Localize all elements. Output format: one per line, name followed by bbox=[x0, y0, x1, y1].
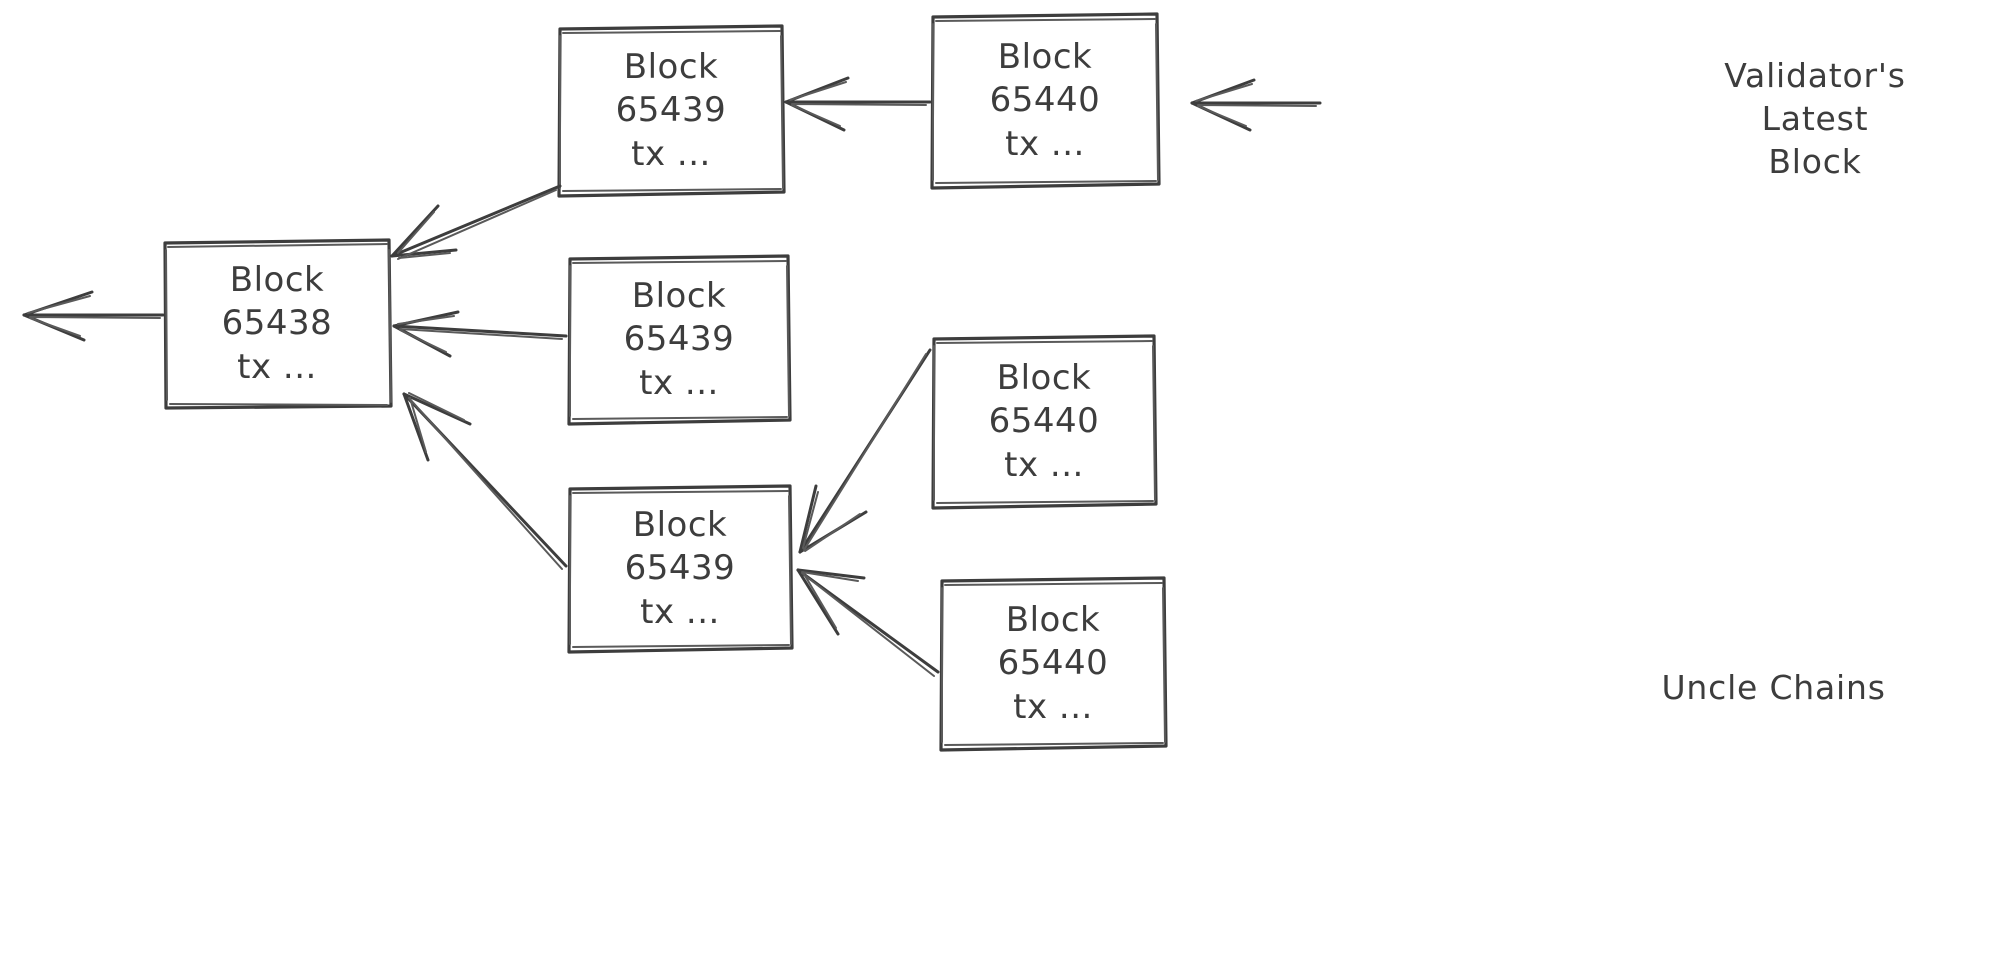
block-65439-bottom-shape[interactable] bbox=[567, 484, 794, 654]
validator-annotation-line3: Block bbox=[1768, 141, 1862, 181]
arrow-65440mid-to-65439bot bbox=[798, 348, 932, 554]
block-65440-top-shape[interactable] bbox=[930, 12, 1161, 190]
arrow-validator-to-65440top bbox=[1190, 78, 1322, 132]
block-65439-mid-shape[interactable] bbox=[567, 254, 792, 426]
validator-annotation-line2: Latest bbox=[1761, 98, 1869, 138]
uncle-chains-annotation-line1: Uncle Chains bbox=[1661, 667, 1886, 707]
arrow-65439bot-to-65438 bbox=[402, 392, 568, 570]
block-65439-top-shape[interactable] bbox=[557, 24, 786, 198]
arrow-65440bot-to-65439bot bbox=[796, 568, 940, 677]
validator-latest-block-annotation: Validator's Latest Block bbox=[1700, 55, 1930, 184]
block-65440-bottom-shape[interactable] bbox=[939, 576, 1168, 752]
uncle-chains-annotation: Uncle Chains bbox=[1591, 624, 1911, 753]
arrow-65440top-to-65439top bbox=[784, 76, 932, 132]
validator-annotation-line1: Validator's bbox=[1724, 56, 1906, 95]
block-65438-shape[interactable] bbox=[163, 238, 393, 410]
arrow-out-left bbox=[22, 290, 165, 342]
block-65440-mid-shape[interactable] bbox=[931, 334, 1158, 510]
arrow-65439mid-to-65438 bbox=[392, 310, 568, 358]
arrow-65439top-to-65438 bbox=[390, 184, 562, 260]
